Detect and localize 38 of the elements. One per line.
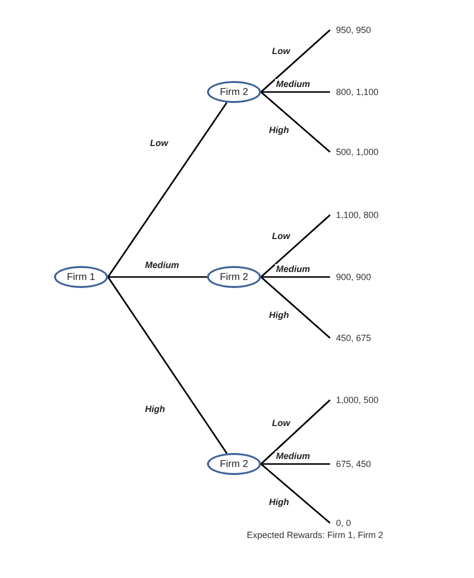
branch-line	[260, 91, 331, 153]
payoff-text: 1,100, 800	[336, 210, 379, 220]
branch-line	[260, 463, 331, 524]
edge-label: High	[144, 404, 166, 414]
branch-line	[261, 276, 330, 278]
payoff-text: 450, 675	[336, 333, 372, 343]
decision-node: Firm 2	[207, 266, 261, 288]
decision-node: Firm 2	[207, 81, 261, 103]
branch-line	[107, 276, 228, 454]
branch-line	[107, 102, 228, 278]
branch-line	[108, 276, 207, 278]
branch-line	[260, 29, 331, 93]
payoff-text: 0, 0	[336, 518, 352, 528]
decision-node: Firm 1	[54, 266, 108, 288]
decision-node: Firm 2	[207, 453, 261, 475]
payoff-text: 900, 900	[336, 272, 372, 282]
edge-label: High	[268, 497, 290, 507]
branch-line	[260, 276, 331, 339]
edge-label: Low	[271, 231, 291, 241]
payoff-text: 800, 1,100	[336, 87, 379, 97]
edge-label: Medium	[275, 451, 311, 461]
branch-line	[261, 463, 330, 465]
payoff-text: 950, 950	[336, 25, 372, 35]
edge-label: Medium	[144, 260, 180, 270]
edge-label: Medium	[275, 79, 311, 89]
edge-label: High	[268, 125, 290, 135]
payoff-text: 675, 450	[336, 459, 372, 469]
edge-label: Low	[271, 418, 291, 428]
payoff-text: 500, 1,000	[336, 147, 379, 157]
branch-line	[260, 214, 331, 278]
branch-line	[261, 91, 330, 93]
edge-label: Low	[271, 46, 291, 56]
note-text: Expected Rewards: Firm 1, Firm 2	[246, 530, 384, 540]
edge-label: Low	[149, 138, 169, 148]
branch-line	[260, 399, 331, 465]
edge-label: Medium	[275, 264, 311, 274]
edge-label: High	[268, 310, 290, 320]
payoff-text: 1,000, 500	[336, 395, 379, 405]
